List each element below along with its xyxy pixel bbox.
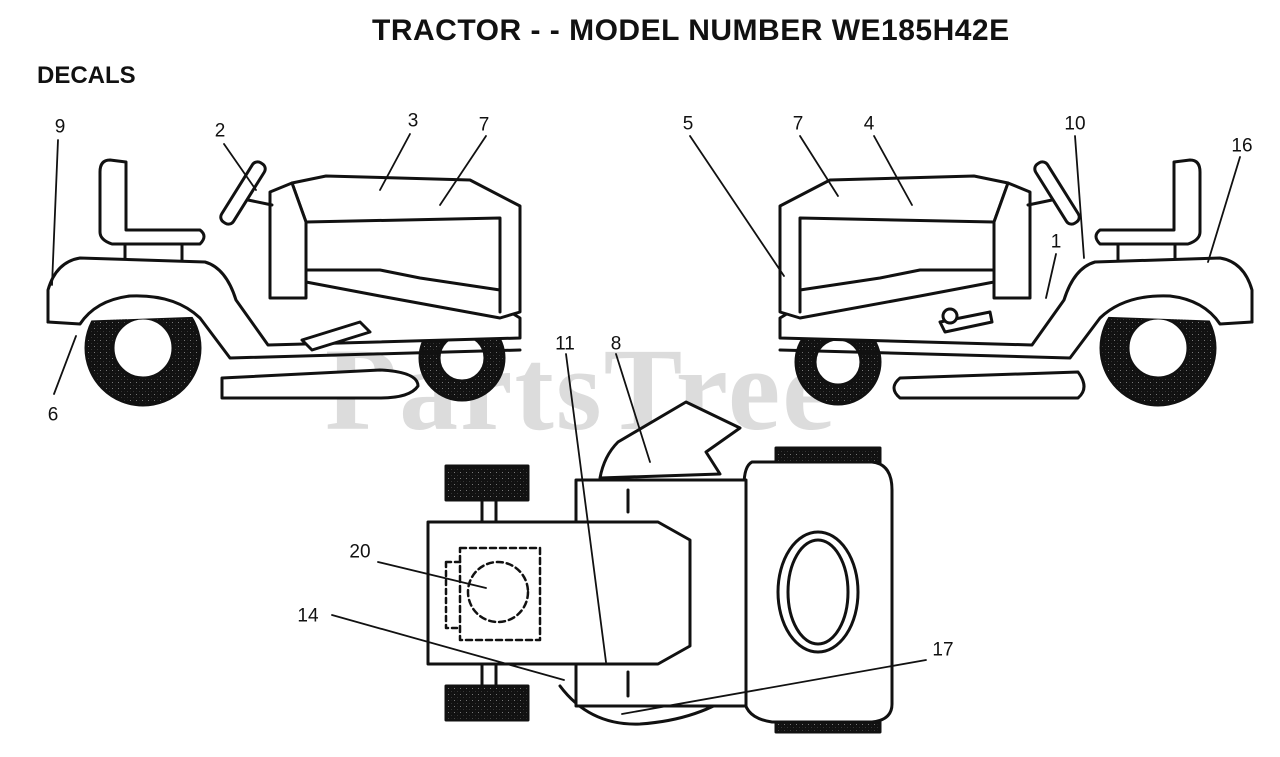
callout-1: 1	[1050, 231, 1062, 253]
callout-11: 11	[555, 333, 575, 355]
left-view-mower-deck	[220, 368, 420, 400]
callout-14: 14	[297, 605, 319, 627]
callout-4: 4	[863, 113, 875, 135]
section-heading: DECALS	[37, 62, 136, 89]
right-view-hood	[778, 174, 1010, 320]
right-view-seat	[1094, 158, 1202, 246]
tractor-top-view	[426, 400, 894, 734]
top-view-rear-tire-upper	[444, 464, 530, 502]
left-view-hood	[290, 174, 522, 320]
callout-2: 2	[214, 120, 226, 142]
callout-16: 16	[1231, 135, 1253, 157]
callout-17: 17	[932, 639, 954, 661]
callout-8: 8	[610, 333, 622, 355]
callout-5: 5	[682, 113, 694, 135]
top-view-decal-outline	[458, 546, 542, 642]
callout-9: 9	[54, 116, 66, 138]
callout-7-left: 7	[478, 114, 490, 136]
callout-3: 3	[407, 110, 419, 132]
top-view-rear-fender	[426, 520, 692, 666]
left-view-rear-fender	[46, 256, 522, 347]
callout-20: 20	[349, 541, 371, 563]
callout-7-right: 7	[792, 113, 804, 135]
right-view-mower-deck	[892, 370, 1086, 400]
callout-6: 6	[47, 404, 59, 426]
callout-10: 10	[1064, 113, 1086, 135]
top-view-decal-circle	[466, 560, 530, 624]
page-title: TRACTOR - - MODEL NUMBER WE185H42E	[372, 14, 1010, 47]
right-view-rear-fender	[778, 256, 1254, 347]
top-view-discharge-chute	[598, 400, 742, 480]
left-view-seat	[98, 158, 206, 246]
leader-lines	[51, 133, 1241, 715]
tractor-left-view	[46, 158, 522, 407]
top-view-rear-tire-lower	[444, 684, 530, 722]
tractor-right-view	[778, 158, 1254, 407]
